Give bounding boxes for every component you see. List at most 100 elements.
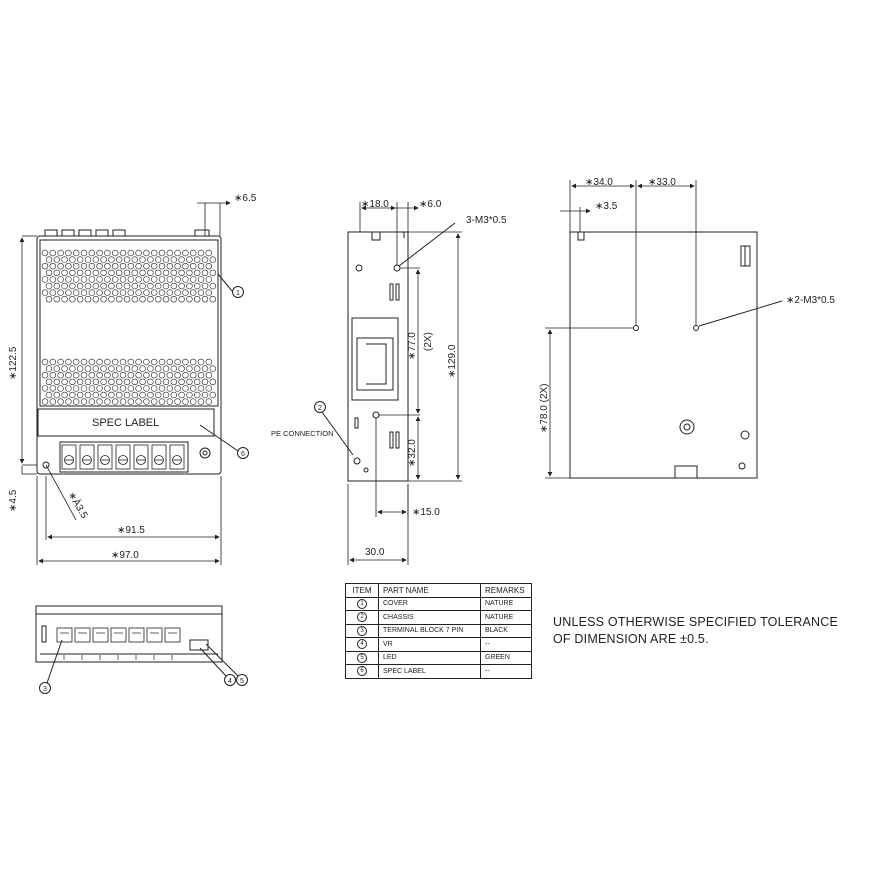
vent-hole xyxy=(41,249,49,257)
vent-hole xyxy=(178,391,185,399)
vent-hole xyxy=(104,276,111,283)
vent-hole xyxy=(155,256,162,263)
vent-hole xyxy=(158,372,166,379)
vent-hole xyxy=(57,372,64,379)
vent-hole xyxy=(174,385,181,392)
vent-hole xyxy=(143,289,150,296)
terminal-pin xyxy=(115,444,131,470)
vent-hole xyxy=(131,282,139,290)
tolerance-note-line-1: UNLESS OTHERWISE SPECIFIED TOLERANCE xyxy=(553,615,839,629)
vent-hole xyxy=(158,289,166,296)
vent-hole xyxy=(61,256,68,263)
vent-hole xyxy=(209,256,217,263)
part-remarks: -- xyxy=(480,664,532,679)
vent-hole xyxy=(166,276,174,283)
vent-hole xyxy=(201,296,209,303)
vent-hole xyxy=(57,276,64,283)
vent-hole xyxy=(127,398,135,405)
vent-hole xyxy=(194,378,201,385)
callout-3-number: 3 xyxy=(43,686,47,693)
vent-hole xyxy=(69,282,76,290)
vent-hole xyxy=(131,256,139,263)
tolerance-note: UNLESS OTHERWISE SPECIFIED TOLERANCE OF … xyxy=(553,614,853,648)
vent-hole xyxy=(53,378,60,385)
vent-hole xyxy=(158,398,166,405)
vent-hole xyxy=(194,256,201,263)
vent-hole xyxy=(182,289,189,296)
table-row: 4 VR -- xyxy=(345,637,532,652)
vent-hole xyxy=(69,391,76,399)
vent-hole xyxy=(135,263,142,270)
vent-hole xyxy=(45,391,53,399)
front-view: SPEC LABEL 1 6 xyxy=(36,229,249,475)
vent-hole xyxy=(143,372,150,379)
vent-hole xyxy=(76,391,84,399)
right-top-notch xyxy=(577,232,585,241)
vent-hole xyxy=(205,249,213,257)
callout-5-leader xyxy=(205,643,239,677)
vent-hole xyxy=(127,276,135,283)
vent-hole xyxy=(201,282,209,290)
dim-4-5: ∗4.5 xyxy=(8,489,19,512)
callout-5-circle xyxy=(236,674,248,686)
vent-hole xyxy=(104,398,111,405)
vent-hole xyxy=(170,365,178,372)
vent-hole xyxy=(45,365,53,372)
terminal-screw xyxy=(154,455,164,465)
vent-hole xyxy=(197,398,205,405)
vent-hole xyxy=(190,276,197,283)
vent-hole xyxy=(139,296,146,303)
vent-hole xyxy=(45,269,53,276)
vent-hole xyxy=(108,378,115,385)
vent-hole xyxy=(111,276,119,283)
vent-hole xyxy=(123,391,131,399)
vent-hole xyxy=(194,269,201,276)
vent-hole xyxy=(57,385,64,392)
front-cover-panel xyxy=(39,239,219,407)
vent-hole xyxy=(205,276,213,283)
terminal-block-front xyxy=(59,441,189,473)
vent-hole xyxy=(111,385,119,392)
vent-hole xyxy=(108,256,115,263)
vent-hole xyxy=(92,282,100,290)
vent-hole xyxy=(65,358,72,366)
vent-hole xyxy=(100,365,107,372)
bottom-terminal-pin xyxy=(92,627,109,643)
dim-34-0: ∗34.0 xyxy=(585,177,613,188)
bottom-terminal-pin xyxy=(74,627,91,643)
vent-hole xyxy=(108,269,115,276)
vent-hole xyxy=(178,256,185,263)
vent-hole xyxy=(131,269,139,276)
vent-hole xyxy=(111,398,119,405)
vent-hole xyxy=(84,365,92,372)
vent-hole xyxy=(147,365,154,372)
vent-hole xyxy=(41,398,49,405)
vent-hole xyxy=(147,282,154,290)
right-housing xyxy=(569,231,758,479)
vent-hole xyxy=(96,385,103,392)
vent-hole xyxy=(92,378,100,385)
callout-2-leader xyxy=(321,411,354,456)
vent-hole xyxy=(96,263,103,270)
callout-1-number: 1 xyxy=(236,290,240,297)
vent-hole xyxy=(131,378,139,385)
vent-hole xyxy=(57,398,64,405)
vent-hole xyxy=(170,269,178,276)
terminal-pin xyxy=(97,444,113,470)
side-slot-3 xyxy=(389,431,394,449)
vent-hole xyxy=(182,372,189,379)
callout-3-circle xyxy=(39,682,51,694)
screw-leader xyxy=(398,222,456,267)
item-number: 3 xyxy=(357,625,367,636)
vent-hole xyxy=(108,391,115,399)
vent-hole xyxy=(151,358,158,366)
vent-hole xyxy=(69,296,76,303)
vent-hole xyxy=(197,249,205,257)
vent-hole xyxy=(190,289,197,296)
vent-hole xyxy=(162,256,170,263)
terminal-block-bottom xyxy=(56,627,181,660)
vent-hole xyxy=(111,263,119,270)
vent-hole xyxy=(201,365,209,372)
header-part-name: PART NAME xyxy=(378,583,481,598)
vent-hole xyxy=(65,385,72,392)
